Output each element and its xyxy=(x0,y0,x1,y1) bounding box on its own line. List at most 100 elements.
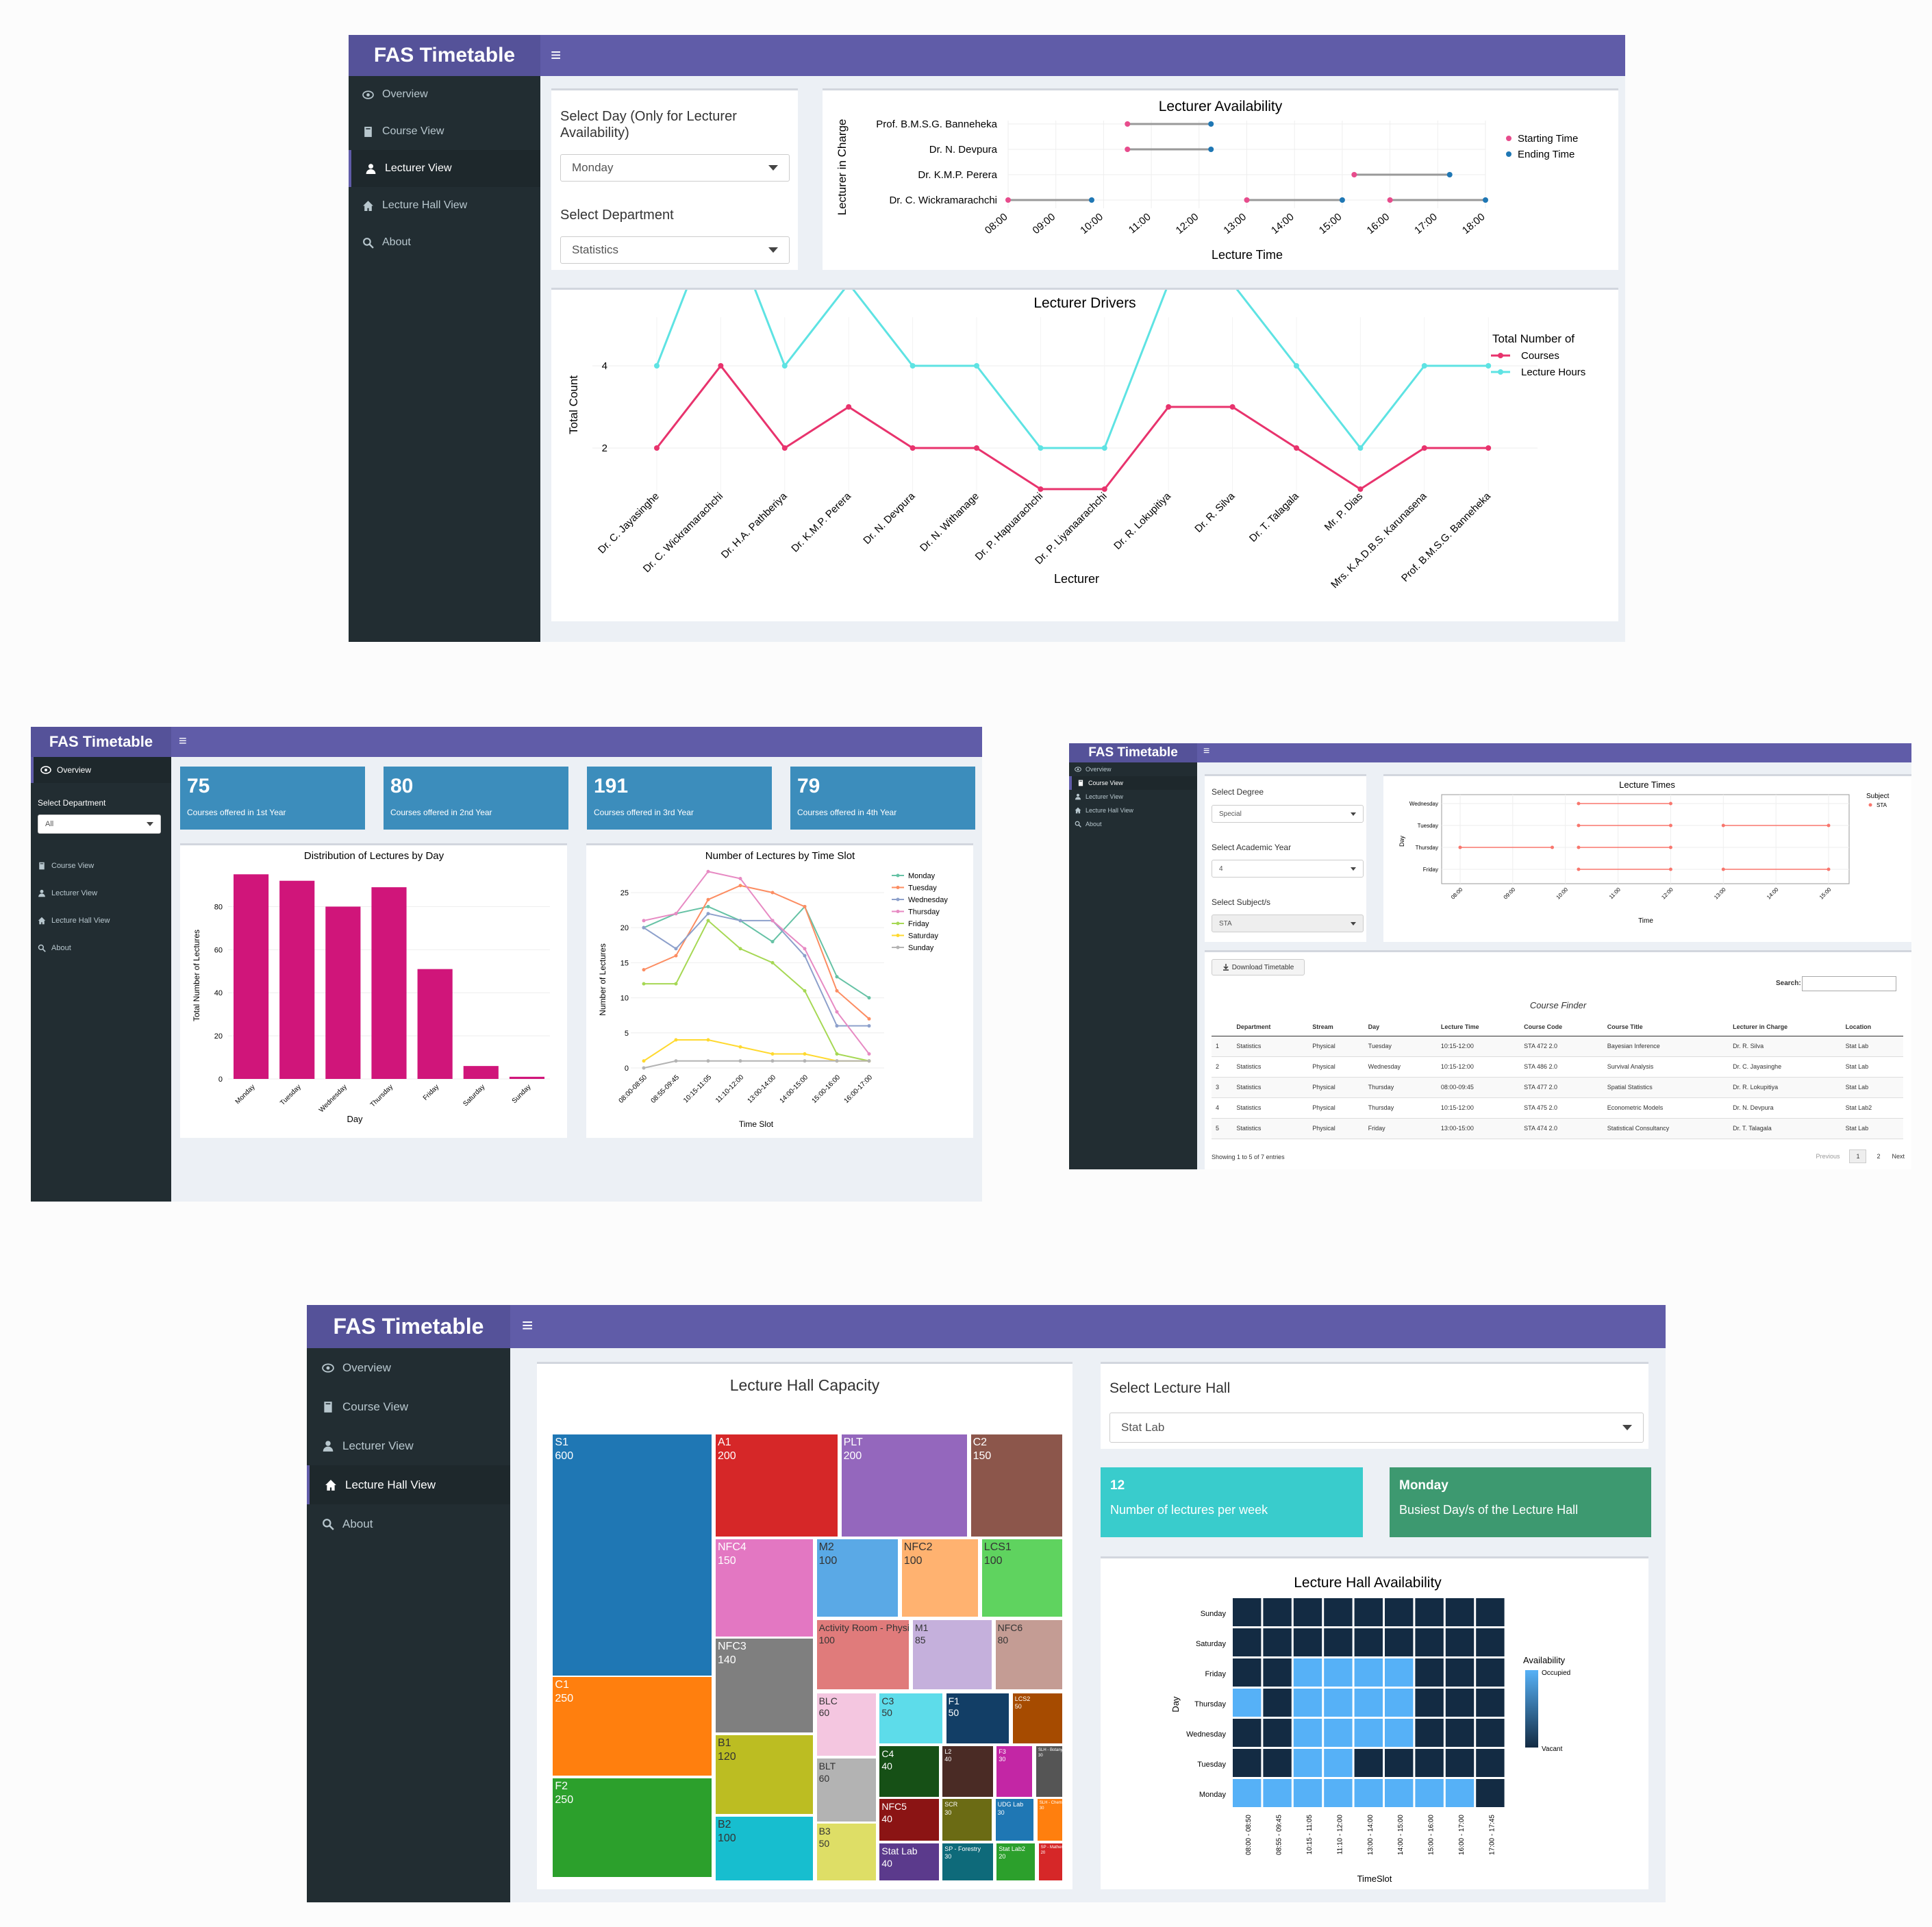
y-tick-label: 0 xyxy=(218,1076,223,1084)
x-tick-label: 16:00-17:00 xyxy=(843,1073,875,1105)
table-cell: 3 xyxy=(1212,1077,1233,1098)
table-cell: Thursday xyxy=(1364,1097,1437,1119)
sidebar-toggle[interactable]: ≡ xyxy=(179,734,187,749)
data-point xyxy=(770,891,775,895)
x-tick-label: Dr. P. Hapuarachchi xyxy=(973,490,1046,563)
busiest-day-label: Busiest Day/s of the Lecture Hall xyxy=(1399,1503,1579,1517)
data-point xyxy=(674,1059,678,1063)
treemap-cell-capacity: 100 xyxy=(903,1554,923,1567)
sidebar-item-label: Course View xyxy=(382,125,444,137)
sidebar-item-lecturer-view[interactable]: Lecturer View xyxy=(307,1426,510,1465)
sidebar-item-lecturer-view[interactable]: Lecturer View xyxy=(1069,790,1197,804)
column-header[interactable]: Course Title xyxy=(1603,1018,1729,1036)
treemap-cell-name: B3 xyxy=(818,1826,831,1837)
sidebar-item-lecture-hall-view[interactable]: Lecture Hall View xyxy=(1069,804,1197,817)
column-header[interactable]: Stream xyxy=(1308,1018,1364,1036)
sidebar-item-overview[interactable]: Overview xyxy=(349,76,540,113)
sidebar-item-lecture-hall-view[interactable]: Lecture Hall View xyxy=(31,908,171,934)
heatmap-cell xyxy=(1233,1719,1262,1747)
pager-page-2[interactable]: 2 xyxy=(1877,1153,1881,1160)
column-header[interactable]: Course Code xyxy=(1520,1018,1603,1036)
table-cell: Statistics xyxy=(1232,1056,1309,1078)
search-input[interactable] xyxy=(1802,976,1896,991)
table-cell: STA 486 2.0 xyxy=(1520,1056,1603,1078)
app-brand[interactable]: FAS Timetable xyxy=(1069,743,1197,762)
app-brand[interactable]: FAS Timetable xyxy=(349,35,540,76)
treemap-cell-name: C4 xyxy=(881,1748,894,1759)
sidebar-item-overview[interactable]: Overview xyxy=(31,757,171,783)
treemap-cell-capacity: 100 xyxy=(718,1832,736,1844)
sidebar-item-course-view[interactable]: Course View xyxy=(307,1387,510,1426)
column-header[interactable]: Lecturer in Charge xyxy=(1729,1018,1842,1036)
start-point xyxy=(1721,867,1725,871)
hall-availability-heatmap: Lecture Hall AvailabilitySundaySaturdayF… xyxy=(1170,1575,1570,1884)
data-point xyxy=(1485,363,1492,369)
select-day-dropdown[interactable]: Monday xyxy=(560,154,790,182)
treemap-cell-name: NFC6 xyxy=(997,1622,1023,1634)
sidebar-item-about[interactable]: About xyxy=(349,224,540,261)
x-tick-label: 15:00-16:00 xyxy=(811,1073,842,1105)
app-brand[interactable]: FAS Timetable xyxy=(31,727,171,757)
select-hall-value: Stat Lab xyxy=(1121,1421,1165,1434)
treemap-cell-capacity: 140 xyxy=(718,1654,736,1667)
select-subject-dropdown[interactable]: STA xyxy=(1212,915,1364,932)
sidebar-item-course-view[interactable]: Course View xyxy=(1069,776,1197,790)
end-point xyxy=(1668,845,1672,849)
column-header[interactable]: Department xyxy=(1232,1018,1309,1036)
x-tick-label: 13:00-14:00 xyxy=(747,1073,778,1105)
sidebar-item-overview[interactable]: Overview xyxy=(307,1348,510,1387)
sidebar-item-overview[interactable]: Overview xyxy=(1069,762,1197,776)
sidebar-item-about[interactable]: About xyxy=(31,935,171,961)
end-point xyxy=(1088,197,1094,203)
table-cell: 10:15-12:00 xyxy=(1436,1036,1520,1057)
select-day-label: Select Day (Only for Lecturer Availabili… xyxy=(560,109,737,140)
sidebar-toggle[interactable]: ≡ xyxy=(1203,745,1210,757)
sidebar-item-lecturer-view[interactable]: Lecturer View xyxy=(349,150,540,187)
select-degree-dropdown[interactable]: Special xyxy=(1212,805,1364,823)
heatmap-cell xyxy=(1293,1598,1322,1626)
sidebar-item-lecture-hall-view[interactable]: Lecture Hall View xyxy=(349,187,540,224)
data-point xyxy=(706,869,710,873)
select-department-dropdown[interactable]: All xyxy=(38,815,161,834)
column-header[interactable]: Location xyxy=(1841,1018,1903,1036)
heatmap-cell xyxy=(1445,1658,1475,1687)
bar xyxy=(509,1076,544,1079)
sidebar-item-lecture-hall-view[interactable]: Lecture Hall View xyxy=(307,1465,510,1504)
sidebar-item-course-view[interactable]: Course View xyxy=(31,853,171,879)
app-brand[interactable]: FAS Timetable xyxy=(307,1305,510,1348)
heatmap-cell xyxy=(1263,1749,1292,1777)
select-year-dropdown[interactable]: 4 xyxy=(1212,860,1364,878)
sidebar-toggle[interactable]: ≡ xyxy=(551,45,562,65)
x-axis-label: TimeSlot xyxy=(1357,1874,1392,1884)
filter-panel: Select Day (Only for Lecturer Availabili… xyxy=(551,88,798,270)
y-axis-label: Day xyxy=(1398,836,1405,847)
pager-page-1[interactable]: 1 xyxy=(1849,1149,1867,1163)
heatmap-cell xyxy=(1415,1628,1444,1656)
column-header[interactable] xyxy=(1212,1018,1233,1036)
column-header[interactable]: Day xyxy=(1364,1018,1437,1036)
select-department-dropdown[interactable]: Statistics xyxy=(560,236,790,264)
sidebar-item-lecturer-view[interactable]: Lecturer View xyxy=(31,880,171,906)
heatmap-cell xyxy=(1385,1779,1414,1807)
heatmap-cell xyxy=(1324,1689,1353,1717)
download-timetable-button[interactable]: Download Timetable xyxy=(1212,959,1305,975)
table-cell: Friday xyxy=(1364,1118,1437,1139)
sidebar-item-course-view[interactable]: Course View xyxy=(349,113,540,150)
column-header[interactable]: Lecture Time xyxy=(1436,1018,1520,1036)
series-line xyxy=(643,871,870,1055)
y-tick-label: Dr. N. Devpura xyxy=(929,144,998,156)
pager-previous[interactable]: Previous xyxy=(1816,1153,1840,1160)
sidebar-toggle[interactable]: ≡ xyxy=(522,1315,534,1336)
sidebar-item-about[interactable]: About xyxy=(1069,817,1197,831)
end-point xyxy=(1551,845,1554,849)
pager-next[interactable]: Next xyxy=(1892,1153,1905,1160)
select-hall-dropdown[interactable]: Stat Lab xyxy=(1109,1413,1644,1443)
sidebar-item-about[interactable]: About xyxy=(307,1504,510,1543)
home-icon xyxy=(1075,807,1081,814)
start-point xyxy=(1721,823,1725,828)
